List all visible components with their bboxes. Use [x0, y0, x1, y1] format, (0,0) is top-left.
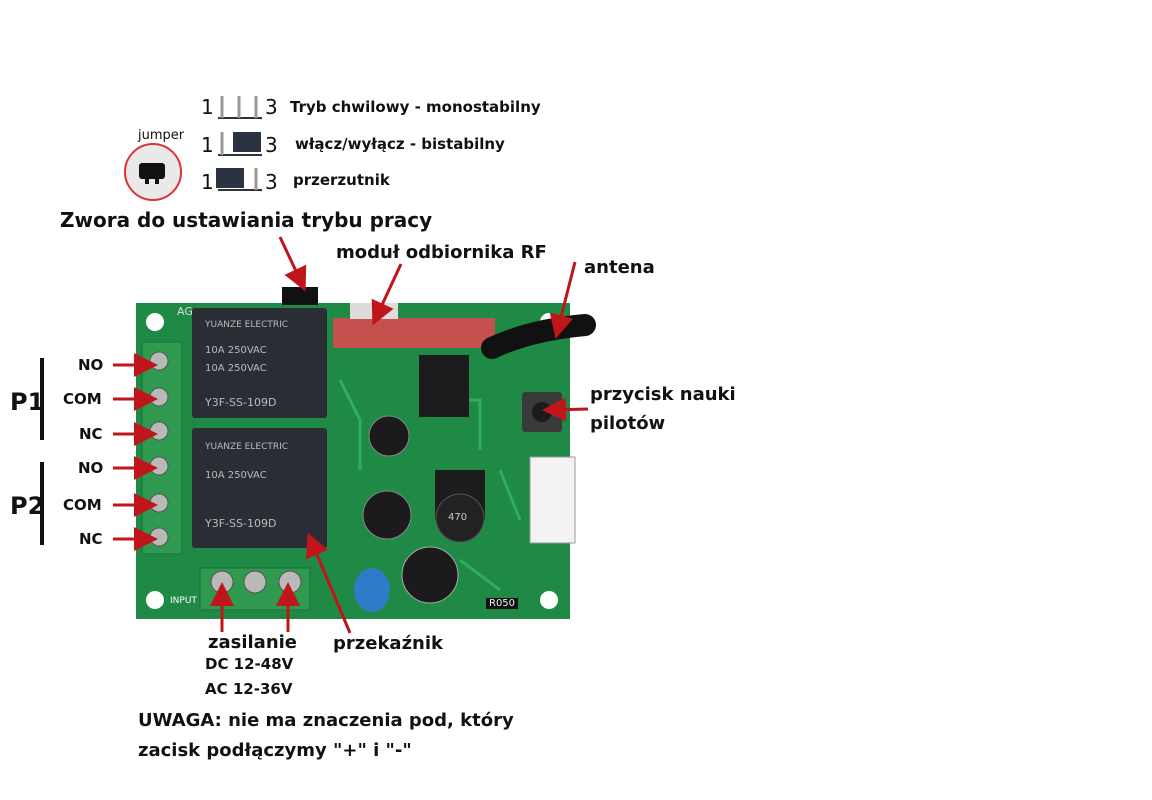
warning-line-2: zacisk podłączymy "+" i "-" [138, 740, 412, 761]
relay1-rating2: 10A 250VAC [205, 363, 267, 374]
p1-com: COM [63, 390, 102, 408]
mode3-pin-right: 3 [265, 170, 278, 194]
inductor [435, 470, 485, 543]
learn-button [522, 392, 562, 432]
relay-label: przekaźnik [333, 633, 443, 654]
input-label: INPUT [170, 596, 197, 606]
mode3-pin-left: 1 [201, 170, 214, 194]
learn-button-label-1: przycisk nauki [590, 384, 736, 405]
p2-label: P2 [10, 492, 45, 520]
mode1-pin-right: 3 [265, 95, 278, 119]
mode2-pin-left: 1 [201, 133, 214, 157]
p1-nc: NC [79, 425, 103, 443]
p2-nc: NC [79, 530, 103, 548]
board-corner-label: AG [177, 305, 193, 318]
mode2-pin-right: 3 [265, 133, 278, 157]
rf-module-label: moduł odbiornika RF [336, 242, 547, 263]
mode1-desc: Tryb chwilowy - monostabilny [290, 98, 541, 116]
learn-button-label-2: pilotów [590, 413, 666, 434]
warning-line-1: UWAGA: nie ma znaczenia pod, który [138, 710, 514, 731]
relay1-model: Y3F-SS-109D [205, 396, 277, 409]
jumper-pins-mode1 [218, 96, 262, 119]
p2-com: COM [63, 496, 102, 514]
arrows [113, 236, 589, 634]
relay2-brand: YUANZE ELECTRIC [205, 442, 289, 452]
resistor-label: R050 [486, 598, 519, 609]
relay1-rating: 10A 250VAC [205, 345, 267, 356]
input-terminal [199, 567, 311, 611]
mode3-desc: przerzutnik [293, 171, 390, 189]
board-jumper-header [282, 287, 318, 305]
relay2-model: Y3F-SS-109D [205, 517, 277, 530]
jumper-pins-mode2 [218, 132, 262, 156]
power-dc: DC 12-48V [205, 655, 294, 673]
ic-chip [419, 355, 469, 417]
capacitors [354, 415, 459, 612]
relay-1 [192, 308, 327, 418]
jumper-mode-label: Zwora do ustawiania trybu pracy [60, 208, 433, 232]
power-ac: AC 12-36V [205, 680, 293, 698]
relay1-brand: YUANZE ELECTRIC [205, 320, 289, 330]
side-connector [529, 456, 576, 544]
relay2-rating: 10A 250VAC [205, 470, 267, 481]
p1-label: P1 [10, 388, 45, 416]
p2-no: NO [78, 459, 104, 477]
jumper-label: jumper [138, 128, 185, 143]
antenna-label: antena [584, 257, 655, 278]
power-label: zasilanie [208, 632, 298, 653]
antenna [481, 314, 596, 359]
left-terminal-block [141, 341, 183, 555]
mode1-pin-left: 1 [201, 95, 214, 119]
jumper-picture [124, 143, 182, 201]
jumper-pins-mode3 [216, 168, 262, 191]
mode2-desc: włącz/wyłącz - bistabilny [295, 135, 505, 153]
relay-2 [192, 428, 327, 548]
p1-no: NO [78, 356, 104, 374]
inductor-label: 470 [448, 512, 468, 523]
